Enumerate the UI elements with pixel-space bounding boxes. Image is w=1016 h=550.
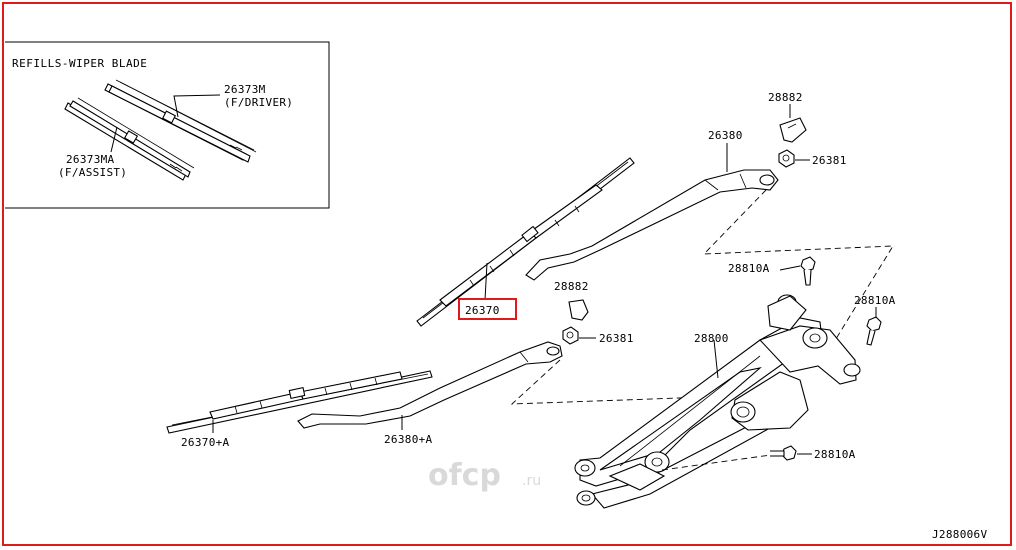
label-26370A: 26370+A [181,436,230,449]
watermark-text: ofcp [428,458,501,493]
refill-driver [104,79,257,163]
diagram-code: J288006V [932,528,987,541]
bolt-28810A-1 [800,256,816,286]
cap-28882-top [779,117,807,143]
wiper-arm-assist [297,341,563,429]
label-28800: 28800 [694,332,729,345]
nut-26381-mid [562,326,579,345]
refill-assist [64,97,195,181]
wiper-blade-assist [166,370,433,434]
highlight-26370-box [458,298,517,320]
label-26380A: 26380+A [384,433,433,446]
wiper-arm-driver [525,169,779,281]
label-26370-highlight: 26370 [465,304,500,317]
label-26373MA: 26373MA [66,153,115,166]
label-26373M: 26373M [224,83,266,96]
refills-inset: REFILLS-WIPER BLADE 26373M [5,41,330,209]
label-28882-mid: 28882 [554,280,589,293]
label-26381-top: 26381 [812,154,847,167]
inset-title: REFILLS-WIPER BLADE [12,57,147,70]
cap-28882-mid [568,299,589,321]
nut-26381-top [778,149,795,168]
label-28882-top: 28882 [768,91,803,104]
bolt-28810A-2 [866,316,882,346]
watermark: ofcp .ru [428,458,541,493]
label-26373MA-note: (F/ASSIST) [58,166,127,179]
label-28810A-1: 28810A [728,262,770,275]
watermark-suffix: .ru [522,473,541,489]
wiper-blade-driver [416,157,635,327]
bolt-28810A-3 [770,445,797,461]
label-28810A-3: 28810A [814,448,856,461]
label-28810A-2: 28810A [854,294,896,307]
label-26373M-note: (F/DRIVER) [224,96,293,109]
wiper-motor-linkage [574,294,861,509]
label-26381-mid: 26381 [599,332,634,345]
label-26380: 26380 [708,129,743,142]
